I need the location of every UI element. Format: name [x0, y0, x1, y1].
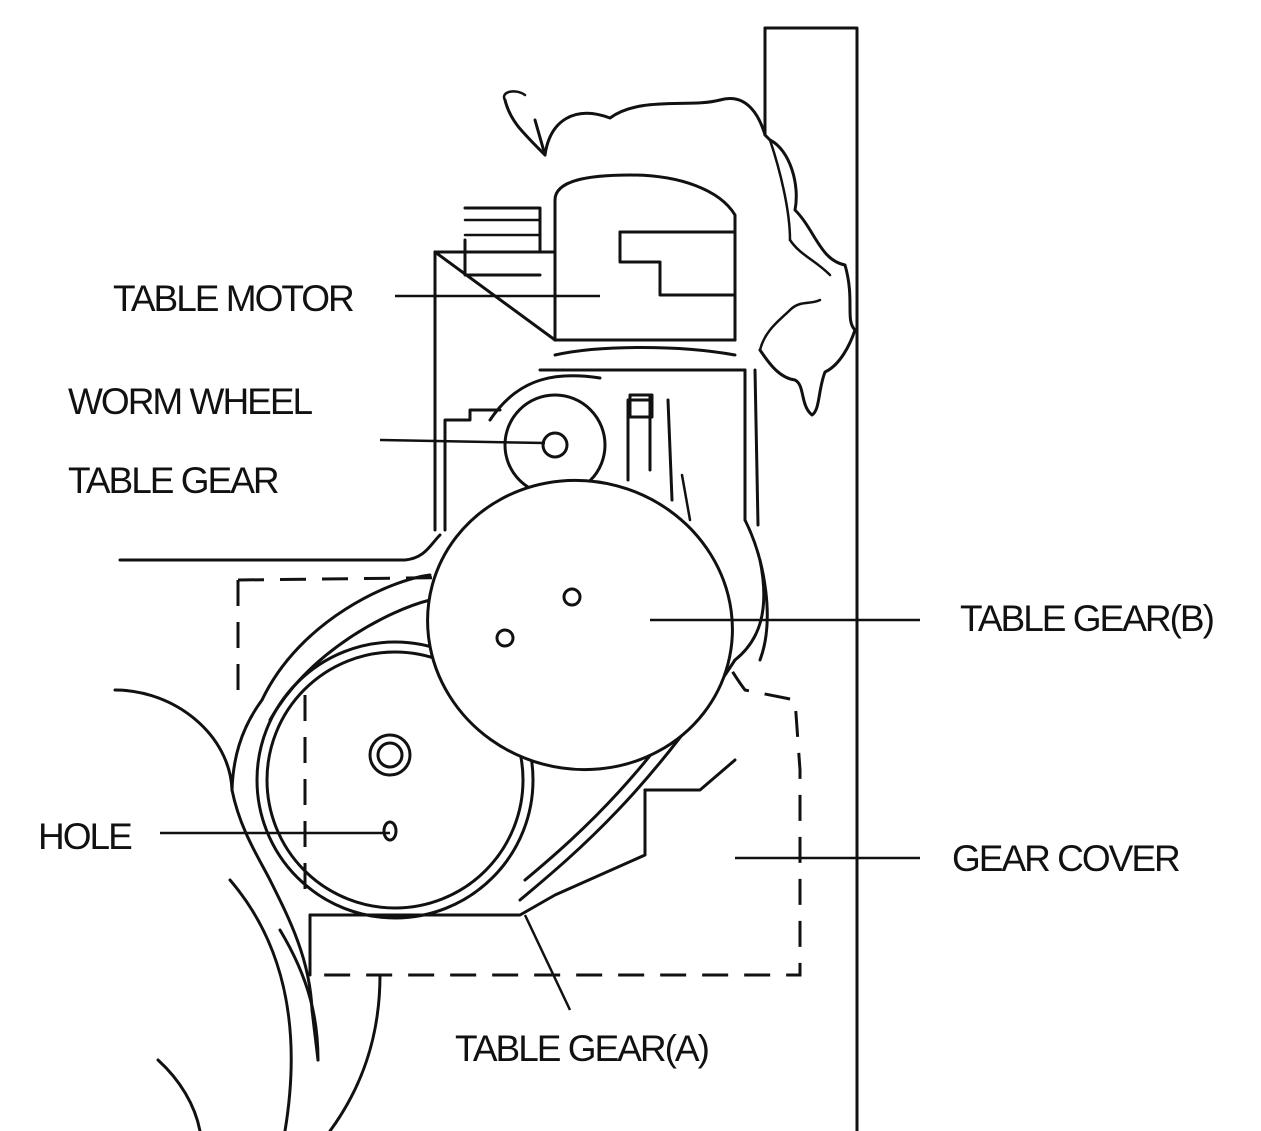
- gear-case-outline: [113, 533, 737, 1131]
- worm-wheel: [443, 368, 760, 532]
- label-table-gear: TABLE GEAR: [68, 460, 280, 501]
- label-hole: HOLE: [38, 816, 133, 857]
- label-table-gear-a: TABLE GEAR(A): [455, 1028, 710, 1069]
- frame-plate: [763, 26, 859, 1131]
- table-gear-b: [426, 478, 769, 772]
- label-table-gear-b: TABLE GEAR(B): [960, 598, 1215, 639]
- label-table-motor: TABLE MOTOR: [113, 278, 355, 319]
- leader-lines: [160, 294, 920, 1011]
- label-worm-wheel: WORM WHEEL: [68, 381, 313, 422]
- motor-housing-broken: [502, 90, 857, 417]
- label-gear-cover: GEAR COVER: [952, 838, 1181, 879]
